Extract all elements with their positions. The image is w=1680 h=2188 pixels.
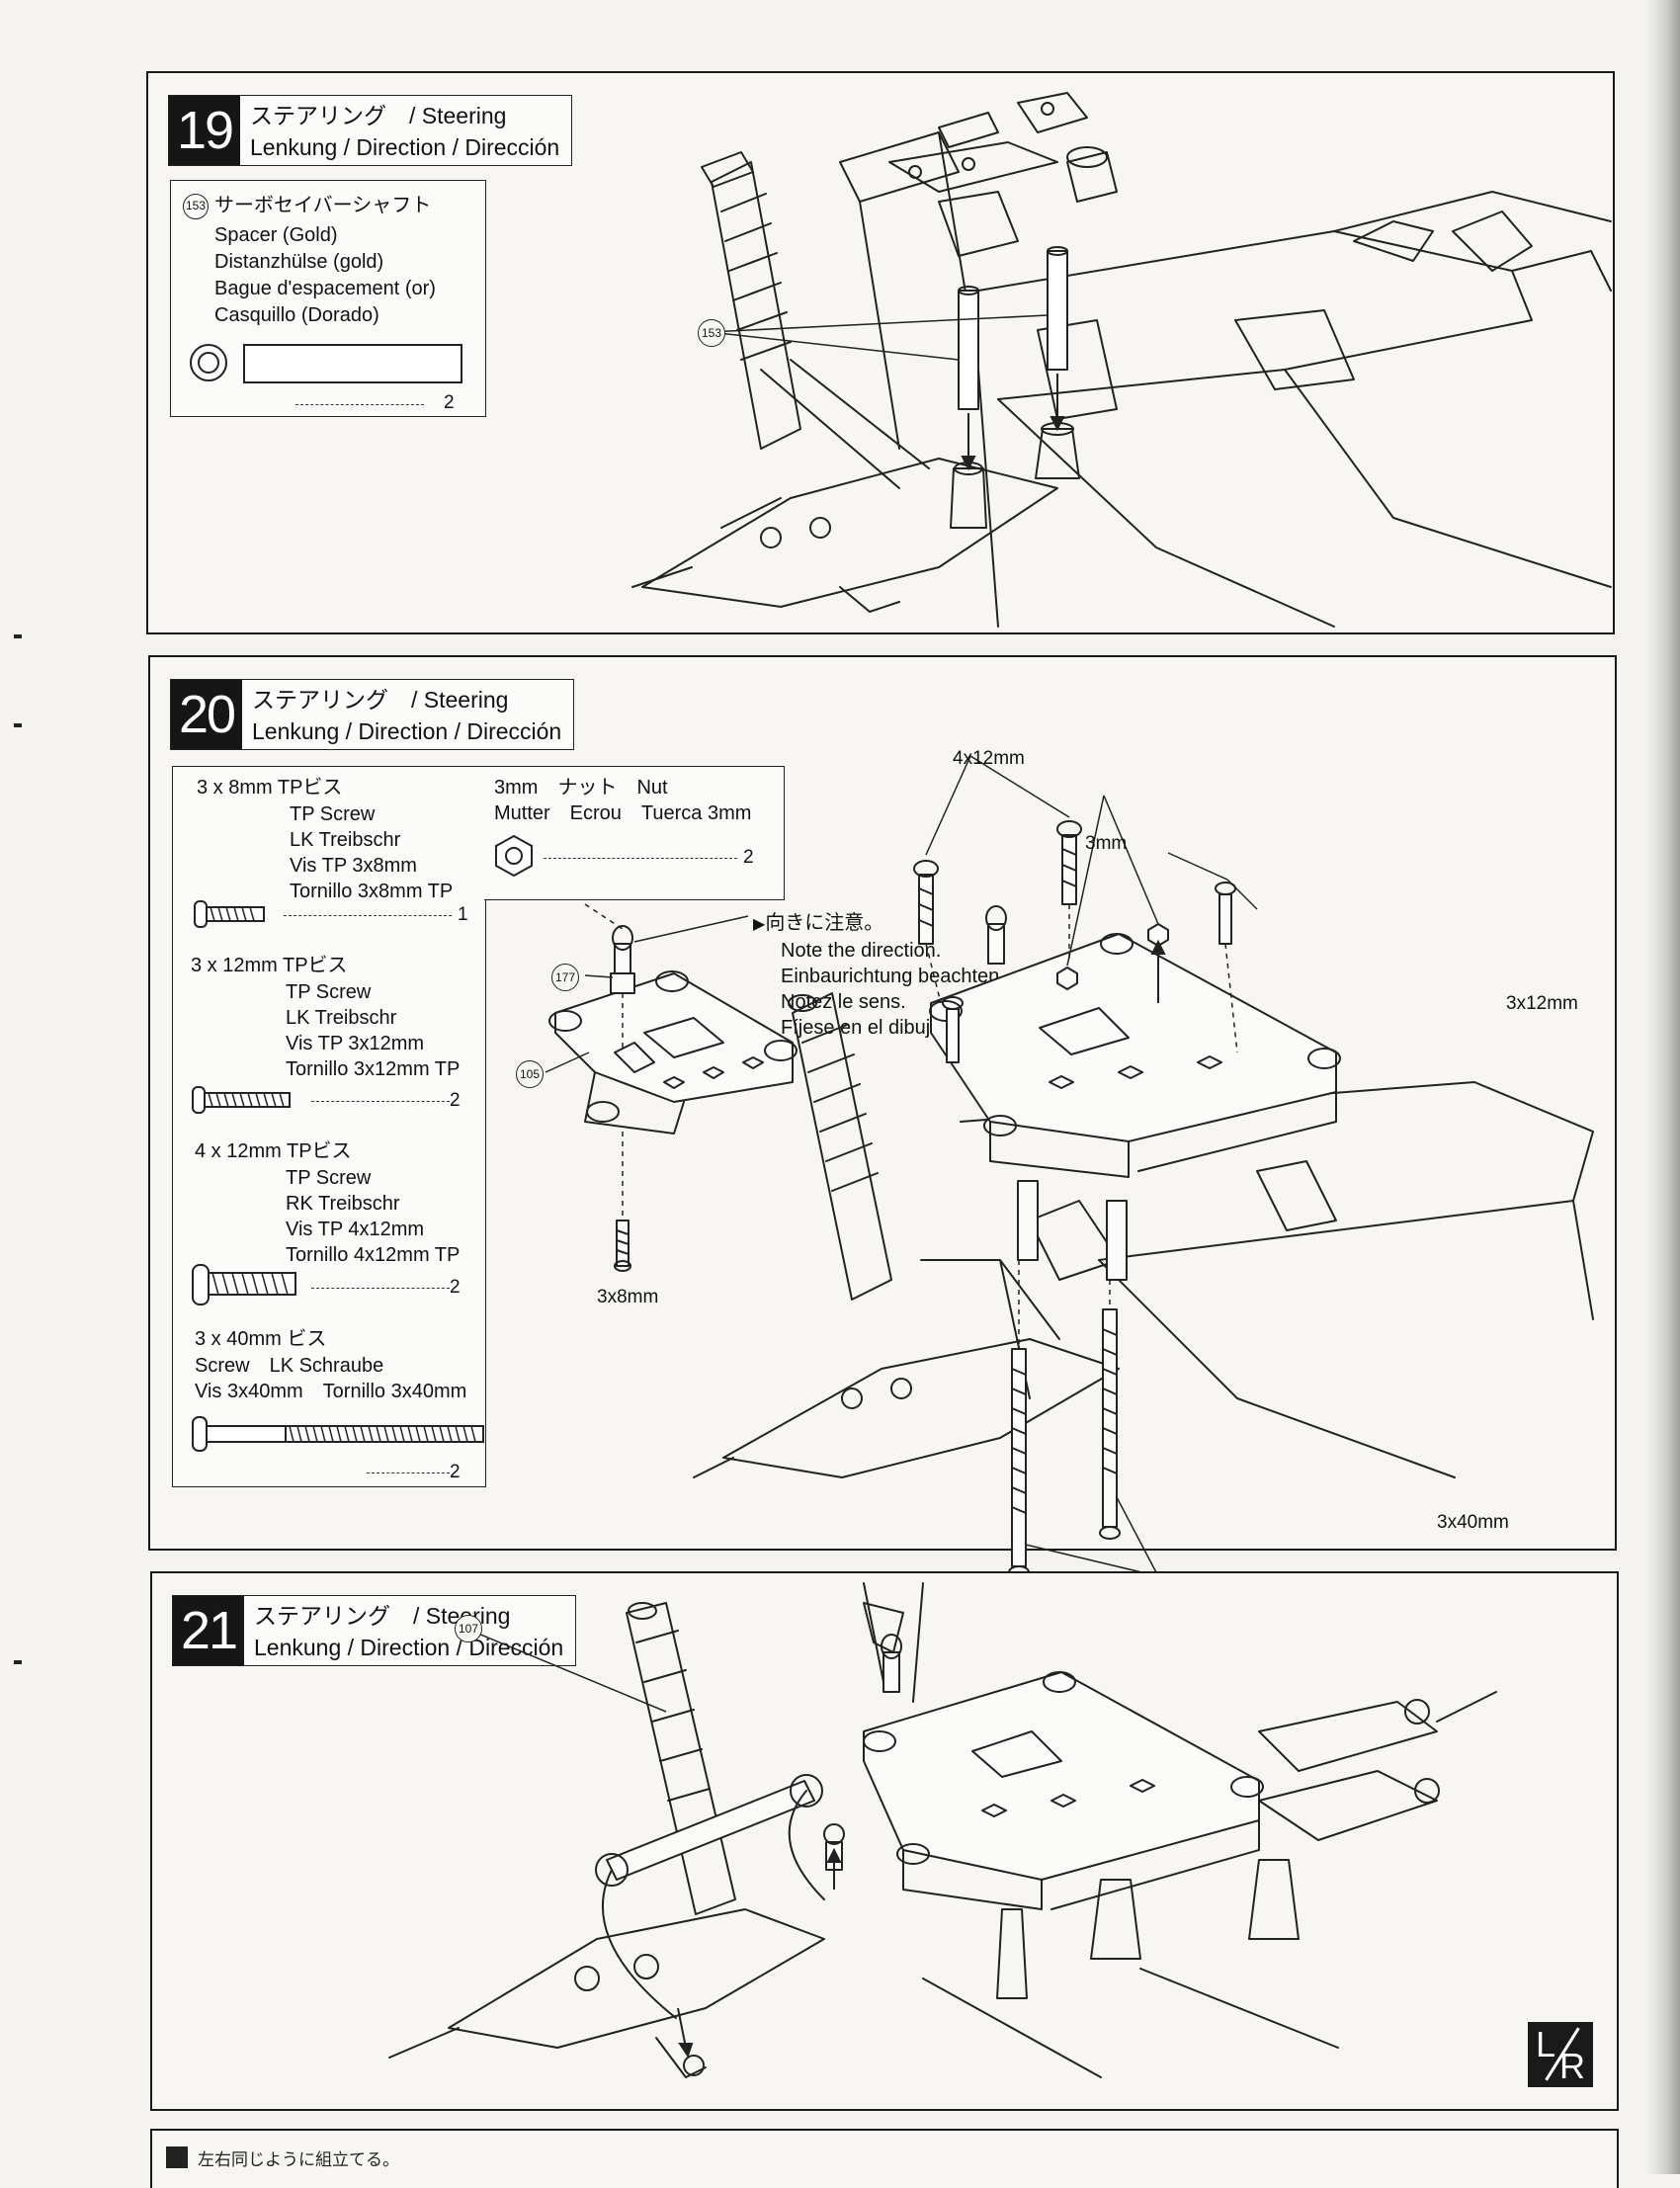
screw-4x12-illustration bbox=[192, 1264, 296, 1305]
screw-3x8-name: Tornillo 3x8mm TP bbox=[290, 881, 454, 902]
qty-leader bbox=[544, 858, 737, 859]
note-icon bbox=[166, 2146, 188, 2168]
left-right-badge: L R bbox=[1528, 2022, 1593, 2087]
step-title-primary: ステアリング / Steering bbox=[252, 687, 509, 713]
screw-3x12-illustration bbox=[192, 1086, 291, 1114]
step-number: 19 bbox=[169, 96, 240, 165]
callout-part-105: 105 bbox=[516, 1060, 544, 1088]
screw-3x8-name: TP Screw bbox=[290, 803, 376, 825]
step-header: 21 ステアリング / Steering Lenkung / Direction… bbox=[172, 1595, 577, 1666]
callout-part-153: 153 bbox=[698, 319, 725, 347]
part-name-fr: Bague d'espacement (or) bbox=[214, 278, 436, 299]
screw-3x40-qty: 2 bbox=[450, 1462, 461, 1482]
screw-3x8-name: Vis TP 3x8mm bbox=[290, 855, 417, 877]
qty-leader bbox=[311, 1288, 450, 1289]
step-title-primary: ステアリング / Steering bbox=[250, 103, 507, 128]
nut-name: Mutter Ecrou Tuerca 3mm bbox=[494, 802, 752, 824]
screw-4x12-qty: 2 bbox=[450, 1277, 461, 1298]
note-line-ja: ▶向きに注意。 bbox=[753, 910, 1005, 938]
callout-3x12mm: 3x12mm bbox=[1506, 993, 1578, 1014]
callout-4x12mm: 4x12mm bbox=[953, 748, 1025, 769]
steering-assembly-diagram bbox=[631, 92, 1612, 628]
screw-3x8-qty: 1 bbox=[458, 904, 468, 925]
step-19-panel: 19 ステアリング / Steering Lenkung / Direction… bbox=[146, 71, 1615, 634]
screw-3x40-name: Vis 3x40mm Tornillo 3x40mm bbox=[195, 1381, 467, 1402]
screw-4x12-name: TP Screw bbox=[286, 1167, 372, 1189]
screw-3x40-name: Screw LK Schraube bbox=[195, 1355, 384, 1377]
screw-3x12-name: Vis TP 3x12mm bbox=[286, 1033, 425, 1054]
page-edge-shadow bbox=[1646, 0, 1680, 2174]
note-arrow-icon: ▶ bbox=[753, 916, 766, 933]
spacer-illustration bbox=[190, 344, 462, 383]
nut-list-box: 3mm ナット Nut Mutter Ecrou Tuerca 3mm 2 bbox=[484, 766, 785, 900]
part-ref-badge: 153 bbox=[183, 193, 209, 219]
screw-3x12-size: 3 x 12mm TPビス bbox=[191, 955, 348, 976]
margin-mark bbox=[14, 723, 22, 727]
screw-3x12-qty: 2 bbox=[450, 1090, 461, 1111]
nut-illustration bbox=[495, 834, 533, 878]
plate-detail-diagram bbox=[545, 903, 798, 1272]
footer-note-strip: 左右同じように組立てる。 bbox=[150, 2129, 1619, 2188]
badge-left-letter: L bbox=[1536, 2024, 1556, 2064]
hardware-list-box: 3 x 8mm TPビス TP Screw LK Treibschr Vis T… bbox=[172, 766, 486, 1487]
screw-3x40-size: 3 x 40mm ビス bbox=[195, 1328, 327, 1350]
part-name-en: Spacer (Gold) bbox=[214, 224, 338, 246]
callout-3x40mm: 3x40mm bbox=[1437, 1512, 1509, 1533]
part-name-ja-text: サーボセイバーシャフト bbox=[214, 195, 432, 216]
step-21-panel: 21 ステアリング / Steering Lenkung / Direction… bbox=[150, 1571, 1619, 2111]
screw-3x12-name: Tornillo 3x12mm TP bbox=[286, 1058, 461, 1080]
badge-right-letter: R bbox=[1559, 2046, 1585, 2086]
note-line-de: Einbaurichtung beachten. bbox=[781, 966, 1005, 987]
screw-3x8-size: 3 x 8mm TPビス bbox=[197, 777, 343, 799]
step-20-panel: 20 ステアリング / Steering Lenkung / Direction… bbox=[148, 655, 1617, 1579]
step-title-secondary: Lenkung / Direction / Dirección bbox=[252, 718, 562, 744]
screw-4x12-name: Tornillo 4x12mm TP bbox=[286, 1244, 461, 1266]
steering-link-diagram bbox=[388, 1582, 1497, 2078]
step-number: 21 bbox=[173, 1596, 244, 1665]
screw-4x12-size: 4 x 12mm TPビス bbox=[195, 1140, 352, 1162]
margin-mark bbox=[14, 1660, 22, 1664]
step-title-secondary: Lenkung / Direction / Dirección bbox=[250, 134, 560, 160]
note-ja-text: 向きに注意。 bbox=[765, 912, 884, 934]
part-name-es: Casquillo (Dorado) bbox=[214, 304, 379, 326]
screw-3x40-illustration bbox=[192, 1416, 484, 1452]
screw-4x12-name: RK Treibschr bbox=[286, 1193, 400, 1215]
step-header: 19 ステアリング / Steering Lenkung / Direction… bbox=[168, 95, 573, 166]
nut-size: 3mm ナット Nut bbox=[494, 777, 668, 799]
screw-3x8-name: LK Treibschr bbox=[290, 829, 401, 851]
step-header: 20 ステアリング / Steering Lenkung / Direction… bbox=[170, 679, 575, 750]
step-title: ステアリング / Steering Lenkung / Direction / … bbox=[240, 96, 571, 165]
callout-part-107: 107 bbox=[455, 1615, 482, 1642]
note-line-es: Fíjese en el dibujo. bbox=[781, 1017, 947, 1039]
screw-3x8-illustration bbox=[194, 900, 265, 928]
qty-leader bbox=[284, 915, 452, 916]
screw-3x12-name: TP Screw bbox=[286, 981, 372, 1003]
qty-leader bbox=[311, 1101, 450, 1102]
screw-3x12-name: LK Treibschr bbox=[286, 1007, 397, 1029]
steering-plate-assembly-diagram bbox=[693, 755, 1594, 1579]
screw-4x12-name: Vis TP 4x12mm bbox=[286, 1219, 425, 1240]
part-qty: 2 bbox=[444, 392, 455, 413]
margin-mark bbox=[14, 634, 22, 638]
callout-part-177: 177 bbox=[551, 964, 579, 991]
callout-3x8mm: 3x8mm bbox=[597, 1287, 659, 1307]
step-number: 20 bbox=[171, 680, 242, 749]
step-title: ステアリング / Steering Lenkung / Direction / … bbox=[242, 680, 573, 749]
qty-leader bbox=[295, 404, 424, 405]
callout-3mm: 3mm bbox=[1085, 833, 1128, 854]
note-line-en: Note the direction. bbox=[781, 940, 942, 962]
part-name-de: Distanzhülse (gold) bbox=[214, 251, 384, 273]
footer-note-text: 左右同じように組立てる。 bbox=[198, 2150, 399, 2169]
nut-qty: 2 bbox=[743, 847, 754, 868]
